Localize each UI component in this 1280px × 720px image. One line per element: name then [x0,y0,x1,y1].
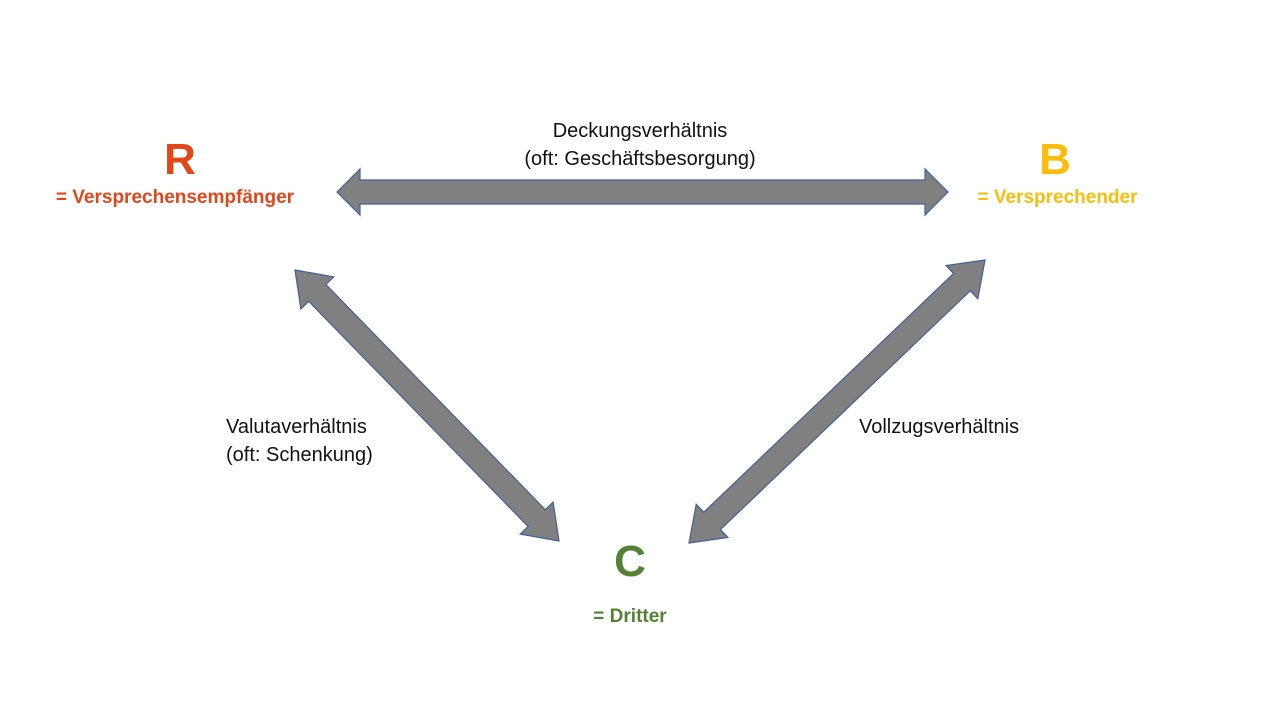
valuta-label: Valutaverhältnis (oft: Schenkung) [226,413,373,469]
vollzug-label: Vollzugsverhältnis [859,413,1019,441]
valuta-double-arrow-shape [294,269,560,542]
deckung-label-line1: Deckungsverhältnis [552,120,728,142]
deckung-label-line2: (oft: Geschäftsbesorgung) [524,148,756,170]
valuta-double-arrow [294,269,560,542]
party-c-role: = Dritter [593,606,667,627]
party-r-role: = Versprechensempfänger [55,187,295,208]
valuta-label-line2: (oft: Schenkung) [226,444,373,466]
deckung-double-arrow [336,167,949,217]
valuta-label-line1: Valutaverhältnis [226,416,367,438]
vollzug-double-arrow-shape [688,259,986,544]
party-r-letter: R [164,135,196,184]
vollzug-double-arrow [688,259,986,544]
party-c-letter: C [614,537,646,586]
deckung-label: Deckungsverhältnis (oft: Geschäftsbesorg… [440,117,840,173]
vollzug-label-line1: Vollzugsverhältnis [859,416,1020,438]
party-b-letter: B [1039,135,1071,184]
party-b-role: = Versprechender [977,187,1138,208]
